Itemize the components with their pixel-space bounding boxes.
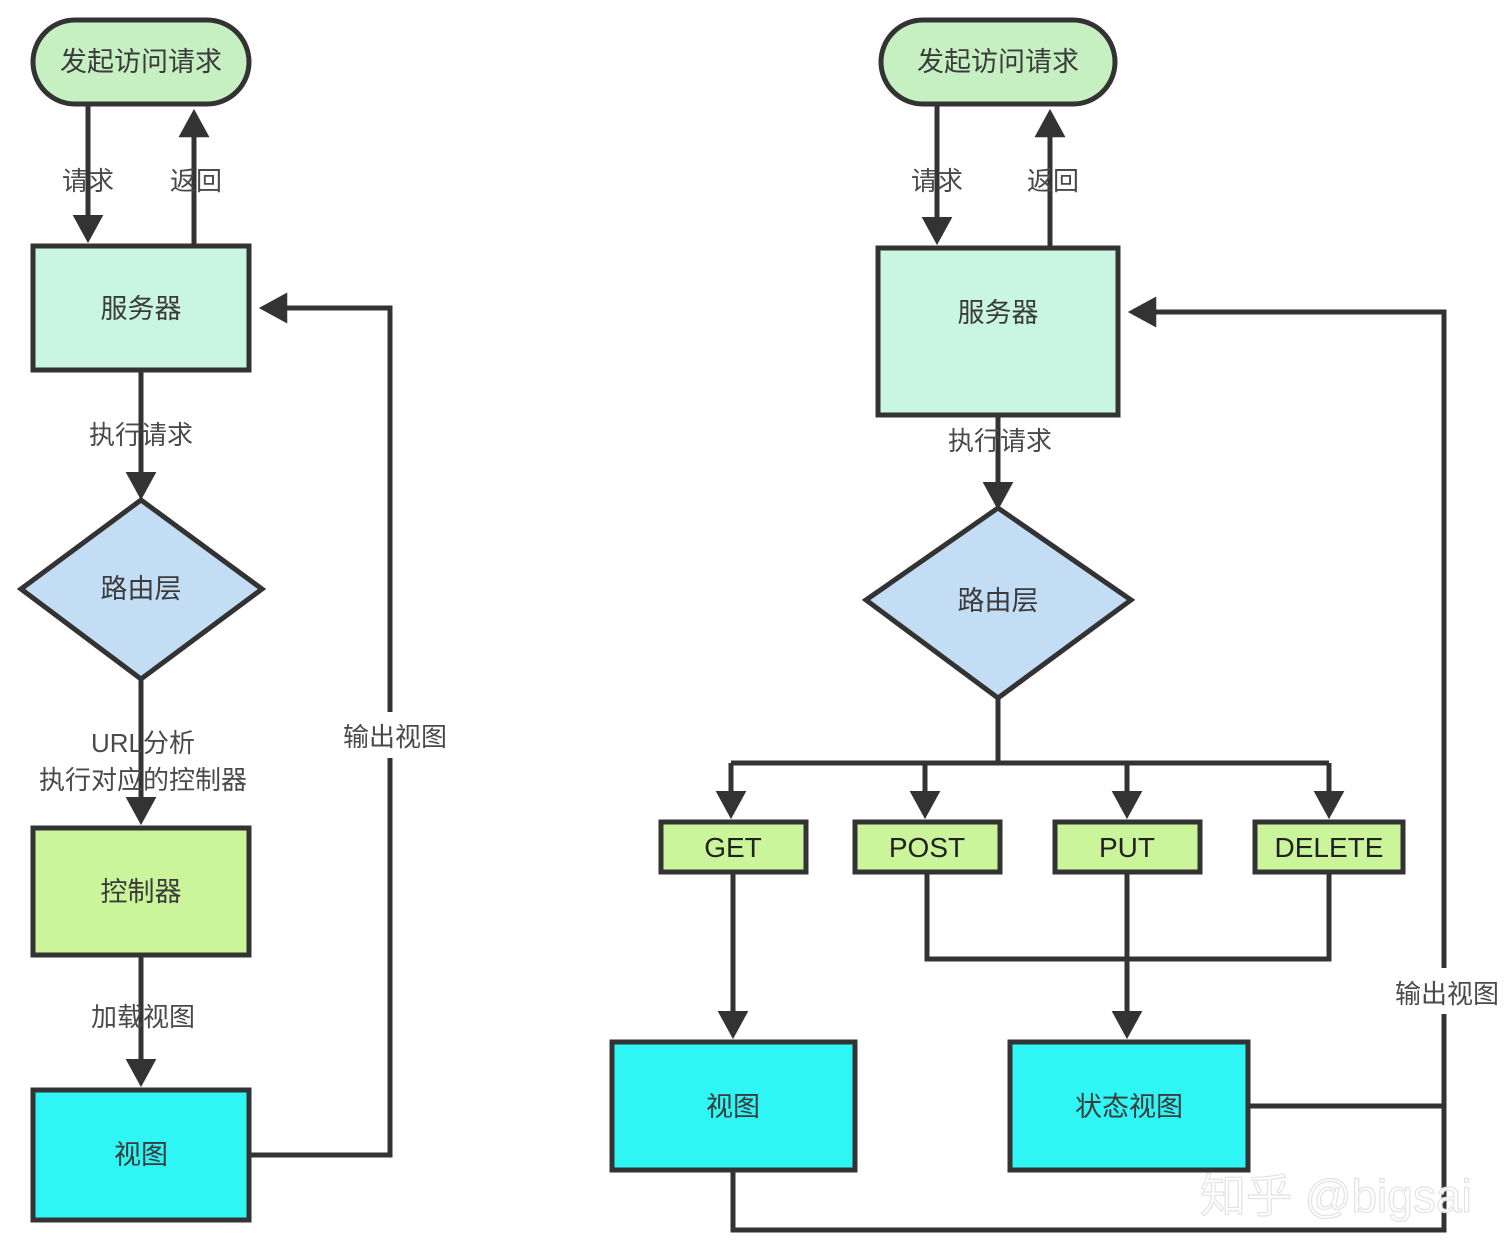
right-edge-post-merge: [924, 872, 1127, 962]
right-edge-execute-label: 执行请求: [948, 426, 1052, 456]
left-edge-url-analysis-label-line2: 执行对应的控制器: [39, 765, 247, 795]
left-edge-execute-label: 执行请求: [89, 420, 193, 450]
left-node-view-label: 视图: [114, 1140, 168, 1170]
right-node-method-post-label: POST: [889, 832, 965, 863]
watermark: 知乎 @bigsai: [1200, 1170, 1472, 1222]
left-diagram: 发起访问请求 请求 返回 服务器 执行请求 路由层 URL分析 执行对应的控制器…: [16, 17, 455, 1223]
right-edge-request-label: 请求: [911, 166, 963, 196]
right-node-router-label: 路由层: [958, 586, 1039, 616]
right-node-start[interactable]: [878, 17, 1118, 107]
left-edge-load-view-label: 加载视图: [91, 1002, 195, 1032]
right-edge-output-view-label-bg: [1385, 968, 1507, 1014]
left-node-view[interactable]: [30, 1087, 252, 1223]
right-node-view-label: 视图: [706, 1092, 760, 1122]
right-diagram: 发起访问请求 请求 返回 服务器 执行请求 路由层 GET POST PUT: [609, 17, 1507, 1233]
left-edge-return-label: 返回: [170, 166, 222, 196]
right-node-server[interactable]: [875, 245, 1121, 418]
left-node-controller-label: 控制器: [101, 877, 182, 907]
left-node-start[interactable]: [30, 17, 252, 107]
right-edge-view-feedback: [730, 296, 1447, 1233]
right-edge-delete-merge: [1127, 872, 1332, 962]
right-node-server-label: 服务器: [958, 298, 1039, 328]
left-node-server-label: 服务器: [101, 294, 182, 324]
left-edge-output-view-label-bg: [335, 712, 455, 758]
right-node-method-delete-label: DELETE: [1275, 832, 1384, 863]
left-edge-request-label: 请求: [62, 166, 114, 196]
right-edge-output-view-label: 输出视图: [1395, 979, 1499, 1009]
left-node-router-label: 路由层: [101, 574, 182, 604]
right-node-method-get-label: GET: [704, 832, 762, 863]
right-node-state-view-label: 状态视图: [1075, 1092, 1183, 1122]
left-node-server[interactable]: [30, 243, 252, 373]
left-node-start-label: 发起访问请求: [60, 47, 222, 77]
right-edge-return-label: 返回: [1027, 166, 1079, 196]
right-node-view[interactable]: [609, 1039, 858, 1173]
right-node-start-label: 发起访问请求: [917, 47, 1079, 77]
right-node-method-put-label: PUT: [1099, 832, 1155, 863]
left-edge-url-analysis-label-line1: URL分析: [91, 728, 195, 758]
left-edge-output-view-label: 输出视图: [343, 722, 447, 752]
